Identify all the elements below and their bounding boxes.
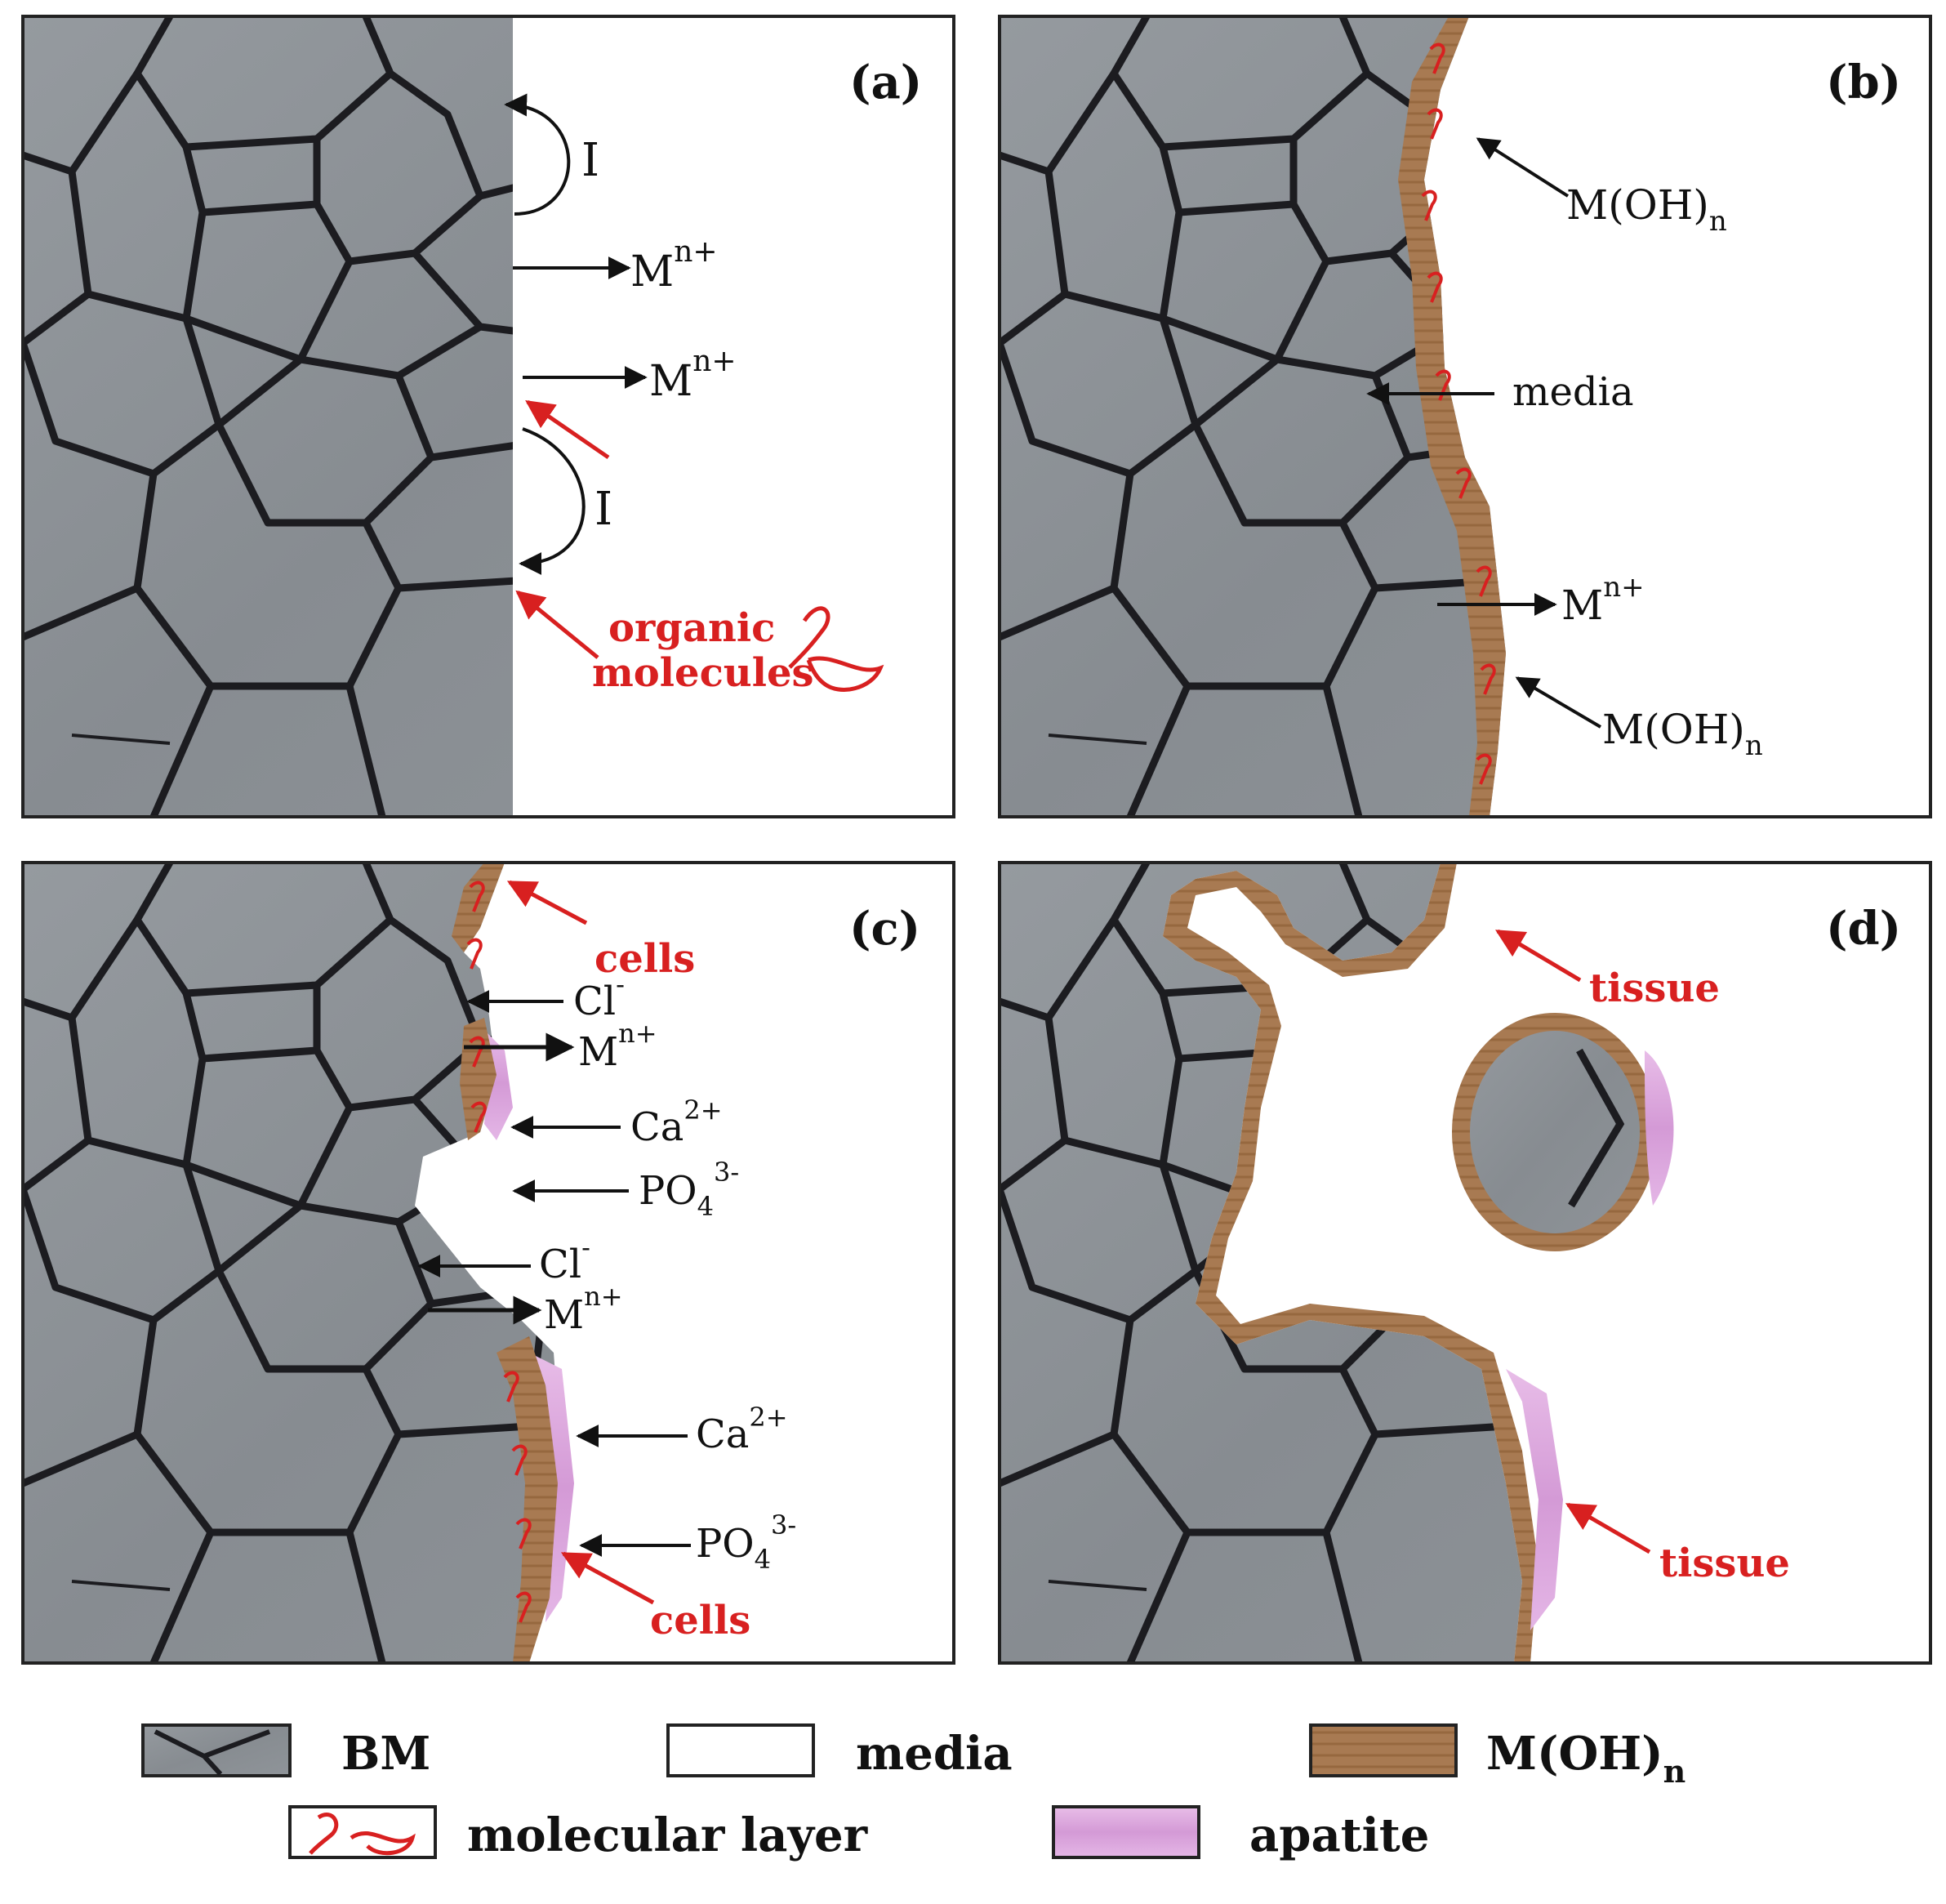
tissue-arrow-top (1494, 929, 1582, 983)
bm-swatch-boundary (154, 1729, 271, 1777)
panel-c: (c) cells Cl- Mn+ Ca2+ PO43- Cl- Mn+ Ca2… (21, 861, 955, 1665)
molecular-layer-marks (466, 881, 532, 1623)
media-region (1424, 16, 1930, 817)
apatite-layer (1506, 1369, 1563, 1630)
legend-hydroxide-label: M(OH)n (1486, 1727, 1685, 1790)
legend-media: media (666, 1723, 1013, 1781)
i-label-lower: I (594, 483, 612, 536)
tissue-label-top: tissue (1589, 965, 1720, 1011)
media-region (513, 16, 954, 817)
hydroxide-layer (1398, 16, 1506, 817)
molecule-loop-icon (350, 1831, 416, 1856)
panel-c-tag: (c) (849, 902, 920, 956)
panel-c-frame (21, 861, 955, 1665)
molecule-loop-icon (806, 656, 884, 692)
reaction-arrow-upper (504, 93, 571, 216)
media-region (415, 863, 954, 1663)
hydroxide-label-bottom: M(OH)n (1602, 706, 1763, 762)
panel-b-tag: (b) (1826, 56, 1901, 109)
ion-label-2: Mn+ (649, 345, 737, 406)
legend: BM media M(OH)n molecular layer apatite (141, 1723, 1685, 1862)
cl-label-1: Cl- (573, 969, 625, 1024)
legend-apatite: apatite (1052, 1805, 1429, 1862)
cells-label-top: cells (594, 936, 695, 982)
po-label-1: PO43- (639, 1157, 739, 1222)
apatite-on-grain (1645, 1050, 1674, 1206)
organic-label-line2: molecules (592, 650, 814, 696)
panel-d-tag: (d) (1826, 902, 1901, 956)
molecule-strand-icon (309, 1813, 339, 1855)
hydroxide-layer-bottom (497, 1336, 558, 1663)
detached-grain (1452, 1013, 1658, 1251)
hydroxide-arrow-bottom (1515, 676, 1602, 729)
hydroxide-arrow-top (1476, 137, 1570, 198)
legend-molecular-layer: molecular layer (288, 1805, 869, 1862)
media-region (1163, 863, 1930, 1663)
molecule-strand-icon (788, 606, 831, 669)
m-label-1: Mn+ (578, 1018, 657, 1075)
hydroxide-label-top: M(OH)n (1566, 181, 1727, 238)
tissue-label-bottom: tissue (1659, 1541, 1790, 1586)
reaction-arrow-lower (519, 427, 586, 575)
ca-label-2: Ca2+ (696, 1402, 788, 1457)
legend-hydroxide: M(OH)n (1309, 1723, 1685, 1790)
organic-arrow-lower (515, 590, 599, 659)
ion-label: Mn+ (1561, 571, 1645, 629)
po-label-2: PO43- (696, 1509, 796, 1575)
media-label: media (1512, 369, 1634, 415)
cl-label-2: Cl- (539, 1232, 590, 1287)
media-swatch (666, 1723, 815, 1777)
legend-molecular-layer-label: molecular layer (467, 1808, 869, 1862)
legend-media-label: media (856, 1727, 1013, 1781)
hydroxide-swatch (1309, 1723, 1458, 1777)
organic-label-line1: organic (608, 605, 775, 651)
panel-d: (d) tissue tissue (998, 861, 1932, 1665)
detached-grain-boundary (1568, 1048, 1625, 1208)
molecular-layer-marks (1421, 42, 1496, 785)
cells-label-bottom: cells (650, 1598, 750, 1643)
panel-b-frame (998, 15, 1932, 818)
molecule-icons (788, 606, 884, 692)
panel-d-frame (998, 861, 1932, 1665)
ca-label-1: Ca2+ (630, 1095, 723, 1150)
cells-arrow-bottom (560, 1551, 655, 1605)
hydroxide-layer (1163, 863, 1539, 1663)
panel-a-frame (21, 15, 955, 818)
apatite-swatch (1052, 1805, 1200, 1859)
panel-a: (a) I I Mn+ Mn+ organic molecules (21, 15, 955, 818)
panel-b: (b) M(OH)n media Mn+ M(OH)n (998, 15, 1932, 818)
tissue-arrow-bottom (1565, 1502, 1651, 1554)
i-label-upper: I (581, 134, 599, 187)
legend-bm: BM (141, 1723, 430, 1781)
cells-arrow-top (506, 880, 588, 925)
legend-apatite-label: apatite (1249, 1808, 1429, 1862)
organic-arrow-upper (525, 399, 610, 460)
hydroxide-layer-top (452, 863, 505, 952)
m-label-2: Mn+ (544, 1281, 623, 1338)
ion-label-1: Mn+ (630, 235, 718, 297)
legend-bm-label: BM (341, 1727, 430, 1781)
panel-a-tag: (a) (849, 56, 922, 109)
